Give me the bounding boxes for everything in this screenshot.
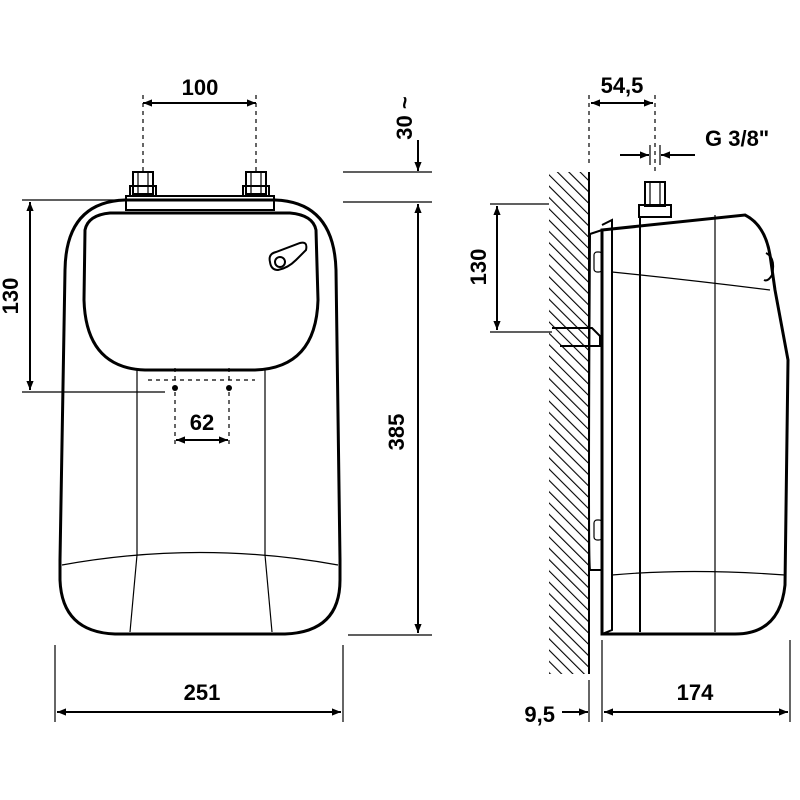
dim-clearance: 30 ~ [343, 96, 432, 203]
pipe-spacing-label: 100 [182, 75, 219, 100]
thread-label: G 3/8" [705, 126, 769, 151]
mounting-holes [148, 368, 255, 391]
dim-pipe-offset: 54,5 [588, 73, 656, 175]
outlet-pipe-fitting [242, 171, 270, 197]
wall-bracket [552, 327, 601, 347]
dim-depth: 174 [604, 640, 791, 722]
front-panel [82, 211, 320, 372]
dim-side-top-section: 130 [466, 203, 552, 333]
side-top-section-label: 130 [466, 249, 491, 286]
dim-height: 385 [348, 204, 432, 636]
heater-body-outline [58, 198, 342, 636]
width-label: 251 [184, 680, 221, 705]
wall-gap-label: 9,5 [524, 702, 555, 727]
dim-thread: G 3/8" [620, 126, 769, 165]
side-pipe-fitting [638, 181, 672, 218]
pipe-offset-label: 54,5 [601, 73, 644, 98]
height-label: 385 [384, 414, 409, 451]
top-section-label: 130 [0, 278, 23, 315]
inlet-pipe-fitting [129, 171, 157, 197]
dim-mount-spacing: 62 [174, 392, 230, 446]
depth-label: 174 [677, 680, 714, 705]
clearance-label: 30 ~ [392, 96, 417, 140]
dim-width: 251 [54, 645, 344, 722]
dim-pipe-spacing: 100 [142, 75, 257, 172]
side-view: 54,5 G 3/8" 130 9,5 174 [466, 73, 791, 727]
front-view: 100 130 62 251 [0, 75, 344, 722]
dim-wall-gap: 9,5 [524, 640, 603, 727]
temperature-knob [268, 241, 308, 272]
dim-top-section: 130 [0, 199, 165, 393]
wall [549, 172, 589, 674]
side-body-outline [600, 213, 790, 636]
mount-spacing-label: 62 [190, 410, 214, 435]
top-connection-plate [125, 195, 275, 211]
